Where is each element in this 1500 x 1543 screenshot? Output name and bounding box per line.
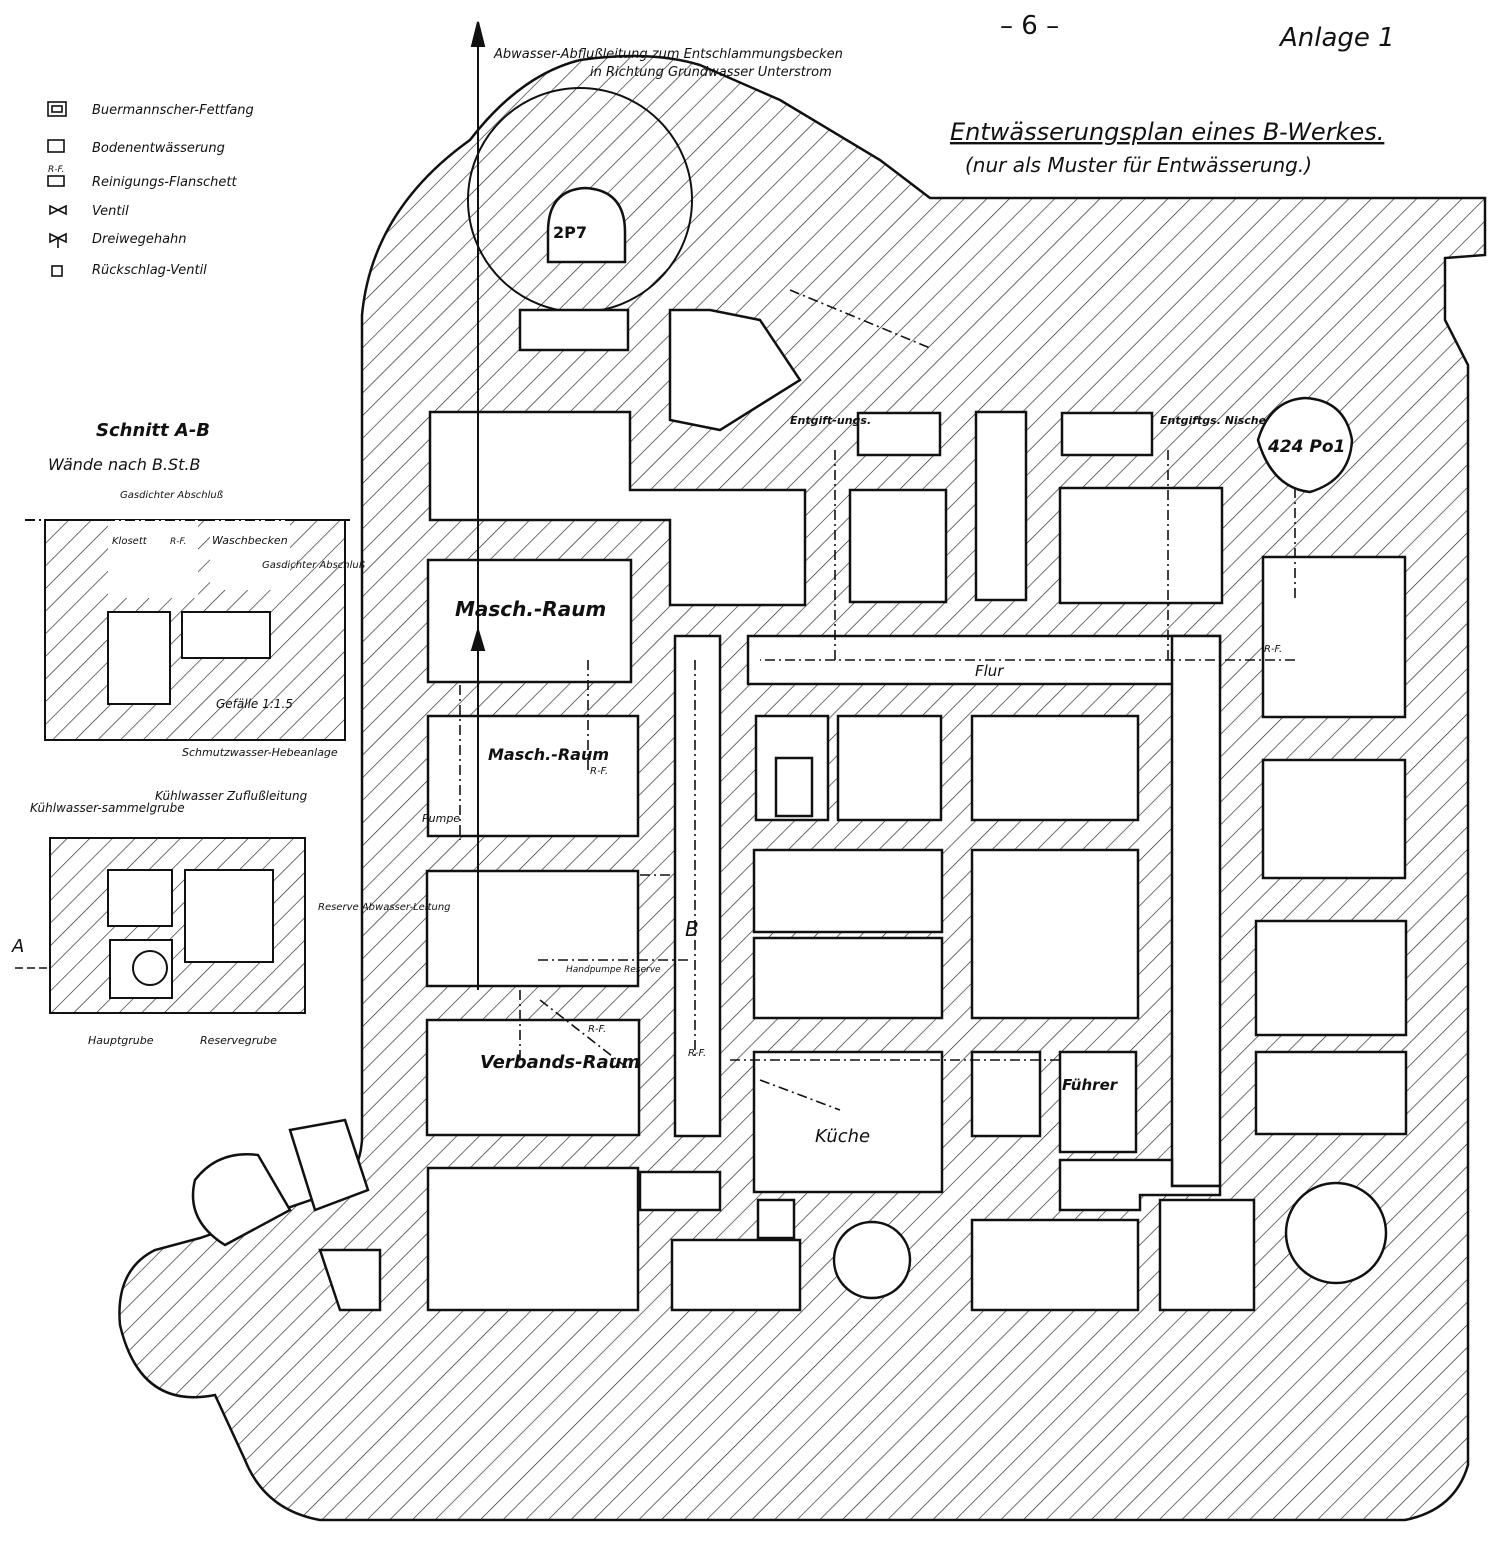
label-rf2: R-F. bbox=[588, 1024, 606, 1035]
room-entgift2: Entgiftgs. Nische bbox=[1160, 414, 1267, 427]
page-number: – 6 – bbox=[1000, 11, 1059, 41]
drain-lines bbox=[459, 289, 1296, 1111]
section-lift: Schmutzwasser-Hebeanlage bbox=[182, 746, 338, 759]
section-wash: Waschbecken bbox=[212, 534, 288, 547]
cooling-collect: Kühlwasser-sammelgrube bbox=[30, 801, 185, 815]
section-walls: Wände nach B.St.B bbox=[48, 455, 201, 474]
round-chamber-bottom bbox=[832, 1220, 912, 1300]
plan-subtitle: (nur als Muster für Entwässerung.) bbox=[965, 153, 1312, 177]
cooling-inflow: Kühlwasser Zuflußleitung bbox=[155, 789, 308, 803]
legend-label-0: Buermannscher-Fettfang bbox=[92, 103, 254, 118]
room-2p7: 2P7 bbox=[553, 223, 587, 242]
label-reserve-drain: Reserve Abwasser-Leitung bbox=[318, 902, 451, 913]
section-gas1: Gasdichter Abschluß bbox=[120, 490, 223, 501]
label-rf4: R-F. bbox=[1264, 644, 1282, 655]
legend-label-4: Dreiwegehahn bbox=[92, 232, 187, 247]
room-fuehrer: Führer bbox=[1062, 1076, 1119, 1094]
valve-icon bbox=[49, 204, 67, 216]
outflow-note-line1: Abwasser-Abflußleitung zum Entschlammung… bbox=[493, 47, 843, 62]
check-valve-icon bbox=[51, 265, 63, 277]
plan-title: Entwässerungsplan eines B-Werkes. bbox=[950, 118, 1384, 146]
cleaning-flange-icon bbox=[47, 175, 65, 187]
label-hand-pump: Handpumpe Reserve bbox=[566, 965, 661, 975]
room-entgift1: Entgift-ungs. bbox=[790, 414, 871, 427]
outflow-note-line2: in Richtung Grundwasser Unterstrom bbox=[590, 65, 832, 80]
room-b: B bbox=[685, 917, 699, 941]
room-verbands: Verbands-Raum bbox=[480, 1052, 640, 1073]
room-masch1: Masch.-Raum bbox=[455, 597, 606, 621]
cooling-pit bbox=[15, 837, 306, 1014]
legend-icons bbox=[47, 101, 67, 277]
cooling-a-label: A bbox=[11, 936, 24, 957]
legend-label-2: Reinigungs-Flanschett bbox=[92, 175, 237, 190]
legend-label-1: Bodenentwässerung bbox=[92, 141, 225, 156]
section-rf: R-F. bbox=[170, 537, 186, 547]
floor-drain-icon bbox=[47, 139, 65, 153]
turret-424 bbox=[1256, 396, 1354, 494]
section-title: Schnitt A-B bbox=[96, 420, 210, 441]
main-outflow-line bbox=[470, 21, 486, 990]
three-way-cock-icon bbox=[49, 232, 67, 248]
cooling-main: Hauptgrube bbox=[88, 1034, 154, 1047]
cooling-reserve: Reservegrube bbox=[200, 1034, 277, 1047]
annex-label: Anlage 1 bbox=[1278, 23, 1395, 53]
room-424: 424 Po1 bbox=[1267, 437, 1345, 457]
room-kueche: Küche bbox=[815, 1126, 870, 1147]
section-gas2: Gasdichter Abschluß bbox=[262, 560, 365, 571]
label-rf3: R-F. bbox=[688, 1048, 706, 1059]
room-masch2: Masch.-Raum bbox=[488, 745, 609, 764]
section-a-b bbox=[25, 519, 350, 741]
legend-label-3: Ventil bbox=[92, 204, 129, 219]
turret-2p7 bbox=[546, 186, 627, 264]
label-pumpe: Pumpe bbox=[422, 812, 460, 825]
label-rf1: R-F. bbox=[590, 766, 608, 777]
grease-trap-icon bbox=[47, 101, 67, 117]
round-chamber-right bbox=[1284, 1181, 1388, 1285]
rooms bbox=[288, 308, 1408, 1312]
section-klosett: Klosett bbox=[112, 536, 148, 547]
legend-label-5: Rückschlag-Ventil bbox=[92, 263, 207, 278]
section-slope: Gefälle 1:1.5 bbox=[216, 697, 293, 711]
room-flur: Flur bbox=[975, 662, 1004, 680]
turret-bottom-left bbox=[191, 1153, 292, 1247]
legend-code-2: R-F. bbox=[48, 165, 64, 175]
